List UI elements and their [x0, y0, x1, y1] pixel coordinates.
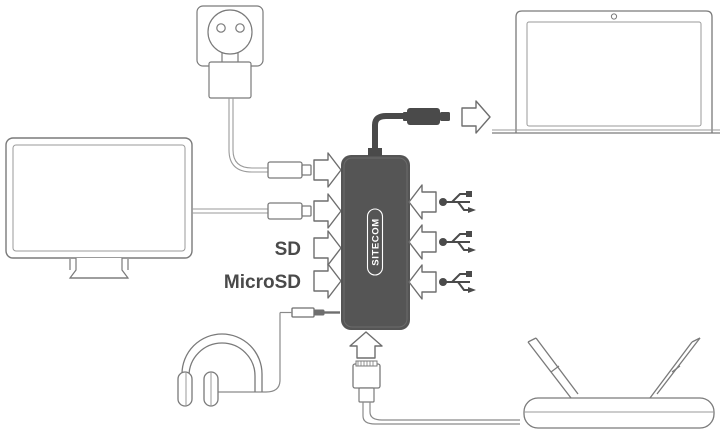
microsd-label: MicroSD [224, 272, 301, 293]
usb-c-plug [403, 108, 450, 125]
wall-socket [196, 5, 264, 67]
usb-c-hub [341, 155, 410, 330]
arrow-right-icon [313, 230, 342, 266]
power-adapter [208, 61, 252, 99]
arrow-left-icon [408, 184, 437, 220]
hub-brand-logo: SITECOM [366, 208, 384, 276]
video-plug-1 [267, 161, 312, 179]
wireless-router [523, 337, 715, 429]
headphones [177, 333, 263, 407]
usb-icon [439, 191, 476, 213]
rj45-plug [352, 360, 381, 403]
usb-c-host-cable [368, 113, 410, 156]
hub-brand-text: SITECOM [371, 218, 382, 265]
sd-label: SD [275, 239, 301, 260]
laptop [492, 10, 720, 134]
arrow-right-icon [313, 193, 342, 229]
arrow-right-icon [461, 100, 491, 134]
usb-icon [439, 271, 476, 293]
headphone-cable [213, 311, 292, 393]
ethernet-cable [362, 402, 520, 425]
arrow-up-icon [349, 331, 383, 359]
arrow-right-icon [313, 263, 342, 299]
video-plug-2 [267, 202, 312, 220]
arrow-right-icon [313, 152, 342, 188]
power-cable [228, 98, 268, 173]
arrow-left-icon [408, 224, 437, 260]
usb-icon [439, 231, 476, 253]
arrow-left-icon [408, 264, 437, 300]
monitor [5, 137, 193, 279]
monitor-cable [192, 208, 268, 214]
audio-jack-plug [291, 307, 340, 318]
